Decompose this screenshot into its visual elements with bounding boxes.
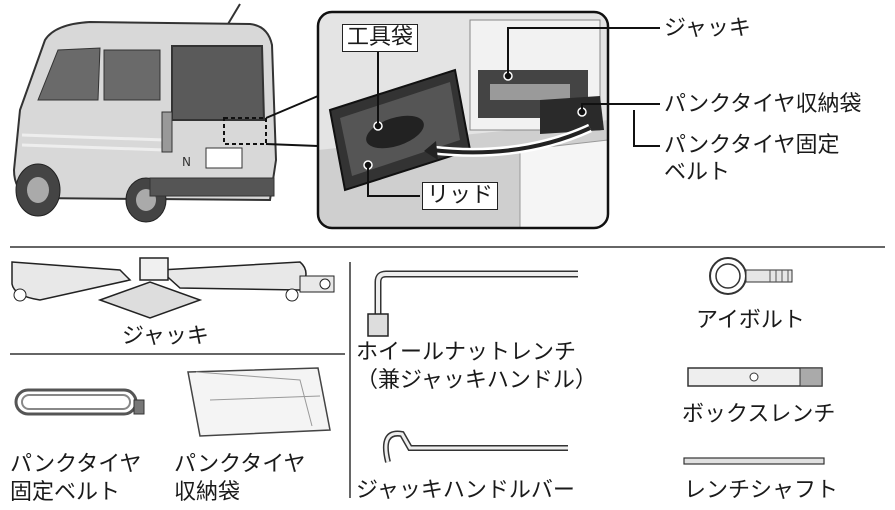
tire-belt-callout-line2: ベルト [664,160,731,185]
wheel-nut-wrench-label-line1: ホイールナットレンチ [356,340,577,365]
svg-text:N: N [182,155,191,169]
wheel-nut-wrench-label-line2: （兼ジャッキハンドル） [356,368,597,393]
tire-bag-label-line1: パンクタイヤ [174,452,306,477]
eye-bolt-label: アイボルト [696,308,805,333]
tool-bag-label: 工具袋 [342,24,419,52]
jack-handle-bar-label: ジャッキハンドルバー [356,478,575,503]
lid-label: リッド [422,182,499,210]
tire-bag-label-line2: 収納袋 [174,480,241,505]
jack-tool-label: ジャッキ [122,324,209,349]
tire-belt-label-line1: パンクタイヤ [10,452,142,477]
jack-callout: ジャッキ [664,16,751,41]
tire-belt-callout-line1: パンクタイヤ固定 [664,133,840,158]
tire-bag-callout: パンクタイヤ収納袋 [664,92,862,117]
box-wrench-label: ボックスレンチ [682,402,836,427]
wrench-shaft-label: レンチシャフト [684,478,839,503]
tire-belt-label-line2: 固定ベルト [10,480,121,505]
